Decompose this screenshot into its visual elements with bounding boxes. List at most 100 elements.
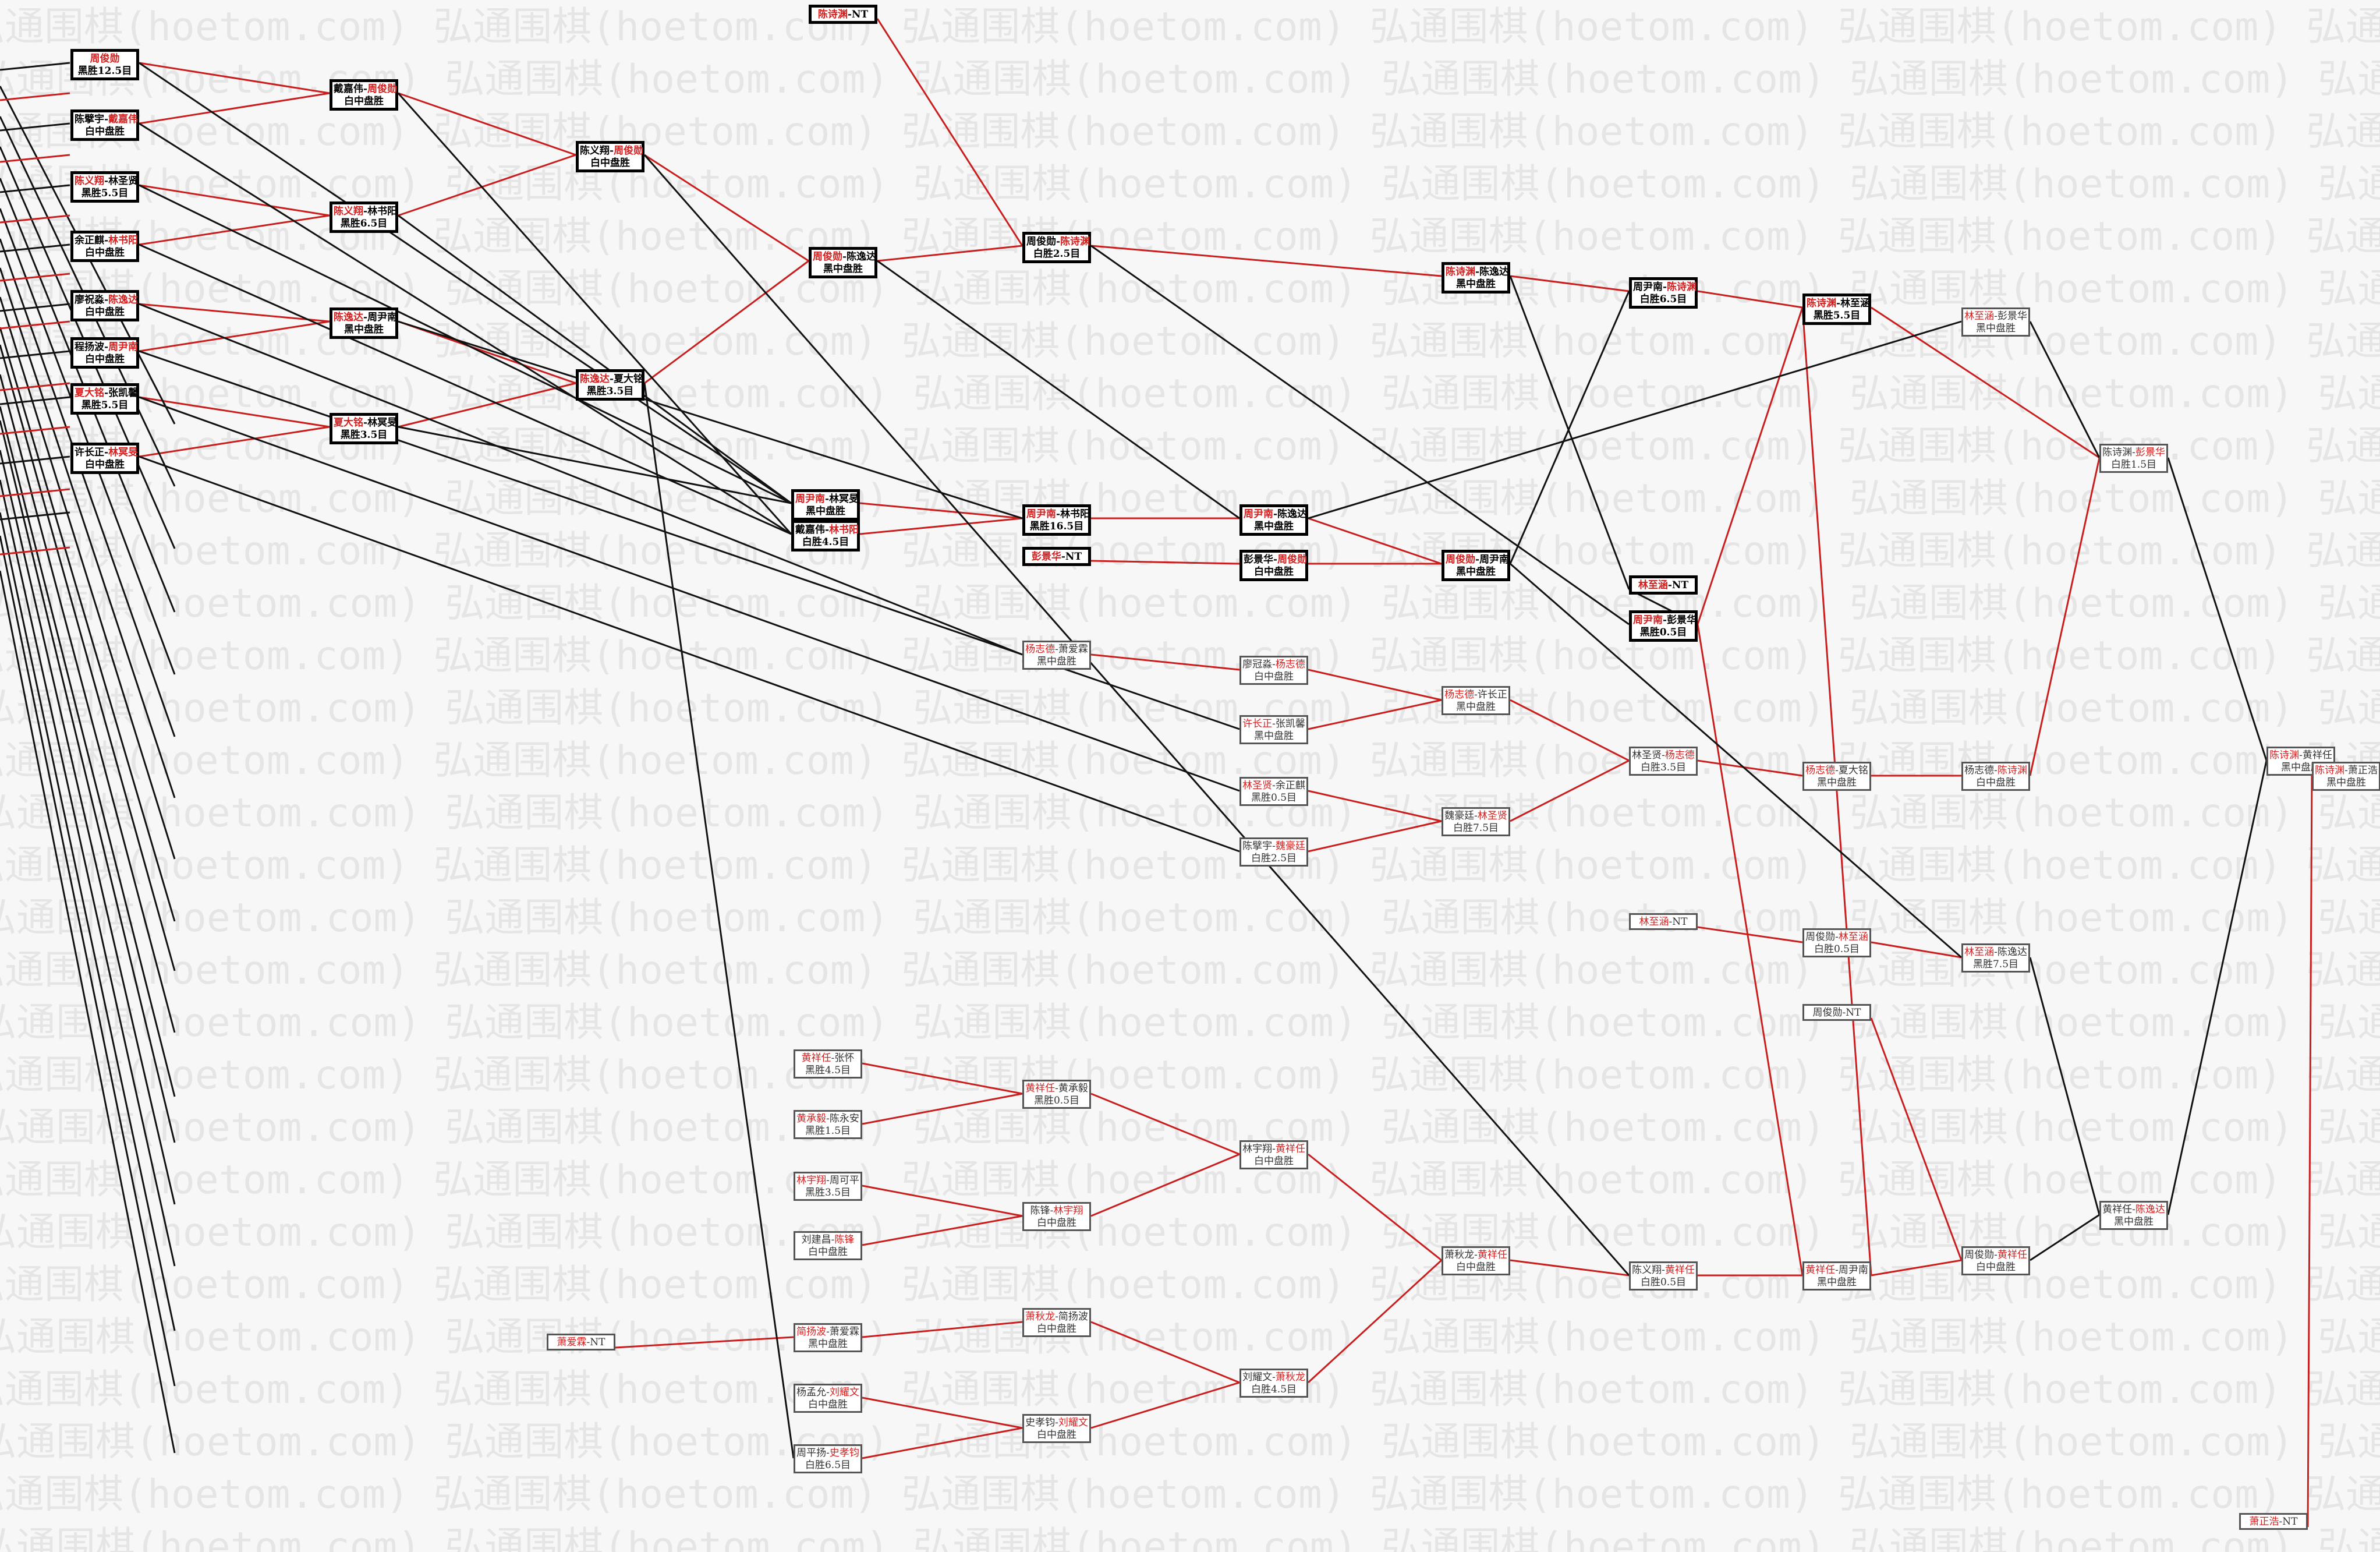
player-name: 黄祥任 <box>1477 1249 1507 1261</box>
player-name: 陈诗渊 <box>2102 447 2133 458</box>
bracket-connector <box>0 570 176 1454</box>
match-node: 周俊勋-NT <box>1802 1004 1871 1021</box>
bracket-connector <box>1871 1259 1962 1277</box>
player-name: 周俊勋 <box>1805 931 1836 943</box>
match-result: 白胜4.5目 <box>1251 1384 1297 1395</box>
separator: - <box>2299 750 2303 761</box>
match-node: 萧正浩-NT <box>2239 1513 2308 1530</box>
separator: - <box>825 493 830 505</box>
player-name: 刘耀文 <box>829 1387 859 1398</box>
player-name: 陈逸达 <box>1277 508 1308 520</box>
match-node: 夏大铭-张凯馨黑胜5.5目 <box>70 383 139 415</box>
bracket-connector <box>0 382 70 391</box>
player-name: 林冥旻 <box>829 493 859 505</box>
bracket-connector <box>615 1336 794 1349</box>
match-players: 萧正浩-NT <box>2242 1516 2305 1528</box>
player-name: 周俊勋 <box>1964 1249 1995 1261</box>
match-players: 萧爱霖-NT <box>550 1337 612 1349</box>
match-node: 陈逸达-夏大铭黑胜3.5目 <box>576 369 644 401</box>
player-name: 戴嘉伟 <box>334 83 363 95</box>
match-players: 林圣贤-杨志德 <box>1632 750 1695 762</box>
match-node: 林至涵-NT <box>1629 913 1698 930</box>
separator: - <box>1474 1249 1478 1261</box>
separator: - <box>1994 946 1998 958</box>
match-players: 陈诗渊-萧正浩 <box>2315 765 2378 777</box>
match-result: 黑中盘胜 <box>2114 1216 2154 1228</box>
match-players: 陈义翔-周俊勋 <box>580 145 643 157</box>
match-players: 廖祝淼-陈逸达 <box>75 294 138 306</box>
separator: - <box>826 1175 830 1186</box>
bracket-connector <box>139 184 792 504</box>
match-players: 魏豪廷-林圣贤 <box>1444 810 1507 822</box>
separator: - <box>1055 1083 1058 1094</box>
match-node: 黄祥任-陈逸达黑中盘胜 <box>2099 1201 2168 1230</box>
match-result: 黑中盘胜 <box>1456 278 1496 290</box>
match-players: 萧秋龙-黄祥任 <box>1444 1249 1507 1261</box>
match-players: 陈锋-林宇翔 <box>1025 1205 1088 1217</box>
match-node: 杨志德-萧爱霖黑中盘胜 <box>1022 641 1091 670</box>
separator: - <box>2279 1516 2283 1528</box>
match-players: 周俊勋-黄祥任 <box>1964 1249 2027 1261</box>
bracket-connector <box>1697 926 1803 943</box>
bracket-connector <box>2307 775 2313 1528</box>
match-node: 萧秋龙-黄祥任白中盘胜 <box>1442 1246 1510 1275</box>
separator: - <box>1055 644 1058 655</box>
player-name: 林至涵 <box>1838 931 1868 943</box>
player-name: 周尹南 <box>1838 1264 1868 1276</box>
player-name: 林至涵 <box>1964 946 1995 958</box>
player-name: 刘建昌 <box>801 1234 831 1246</box>
match-players: 黄祥任-陈逸达 <box>2102 1204 2165 1216</box>
bracket-connector <box>1510 563 1962 959</box>
player-name: 杨志德 <box>1444 689 1475 701</box>
player-name: 黄祥任 <box>1805 1264 1836 1276</box>
bracket-connector <box>1308 699 1442 730</box>
player-name: 陈诗渊 <box>1997 765 2027 776</box>
bracket-connector <box>1871 306 2100 459</box>
player-name: 黄祥任 <box>1664 1264 1695 1276</box>
match-result: 白中盘胜 <box>808 1246 848 1258</box>
bracket-connector <box>1090 245 1630 625</box>
bracket-connector <box>139 320 330 352</box>
player-name: 萧爱霖 <box>1058 644 1088 655</box>
match-players: 余正麒-林书阳 <box>75 235 138 247</box>
match-node: 周尹南-林书阳黑胜16.5目 <box>1022 504 1091 536</box>
match-node: 陈擘宇-戴嘉伟白中盘胜 <box>70 109 139 141</box>
player-name: 陈逸达 <box>1479 266 1510 278</box>
match-players: 戴嘉伟-林书阳 <box>795 524 859 536</box>
bracket-connector <box>0 273 70 282</box>
match-result: 白中盘胜 <box>1254 1155 1294 1167</box>
separator: - <box>363 83 368 95</box>
match-players: 夏大铭-林冥旻 <box>334 417 397 429</box>
bracket-connector <box>1308 1153 1442 1261</box>
match-players: 杨孟允-刘耀文 <box>796 1387 859 1399</box>
bracket-connector <box>0 303 70 312</box>
player-name: 林圣贤 <box>108 175 139 187</box>
match-node: 简扬波-萧爱霖黑中盘胜 <box>794 1323 862 1352</box>
player-name: 黄祥任 <box>2302 750 2332 761</box>
match-node: 陈诗渊-NT <box>809 5 877 24</box>
bracket-connector <box>1697 624 1804 1276</box>
match-result: 黑胜0.5目 <box>1033 1095 1080 1106</box>
bracket-connector <box>139 243 792 535</box>
bracket-connector <box>0 154 70 163</box>
separator: - <box>1667 579 1672 591</box>
match-result: 白中盘胜 <box>85 353 125 365</box>
match-node: 杨志德-夏大铭黑中盘胜 <box>1802 762 1871 791</box>
match-node: 陈诗渊-林至涵黑胜5.5目 <box>1802 294 1871 325</box>
match-players: 林宇翔-黄祥任 <box>1242 1143 1305 1155</box>
match-result: 黑胜12.5目 <box>77 65 132 77</box>
match-node: 陈逸达-周尹南黑中盘胜 <box>330 307 398 339</box>
match-result: 白中盘胜 <box>1254 671 1294 683</box>
player-name: 周可平 <box>829 1175 859 1186</box>
bracket-connector <box>0 426 70 435</box>
match-node: 陈义翔-林书阳黑胜6.5目 <box>330 201 398 233</box>
separator: - <box>2344 765 2348 776</box>
bracket-connector <box>398 382 576 428</box>
bracket-connector <box>1510 1259 1630 1277</box>
player-name: 魏豪廷 <box>1444 810 1475 822</box>
player-name: 萧正浩 <box>2347 765 2378 776</box>
match-players: 杨志德-许长正 <box>1444 689 1507 701</box>
player-name: 林圣贤 <box>1242 780 1273 791</box>
player-name: 陈诗渊 <box>2269 750 2300 761</box>
match-players: 刘建昌-陈锋 <box>796 1234 859 1246</box>
